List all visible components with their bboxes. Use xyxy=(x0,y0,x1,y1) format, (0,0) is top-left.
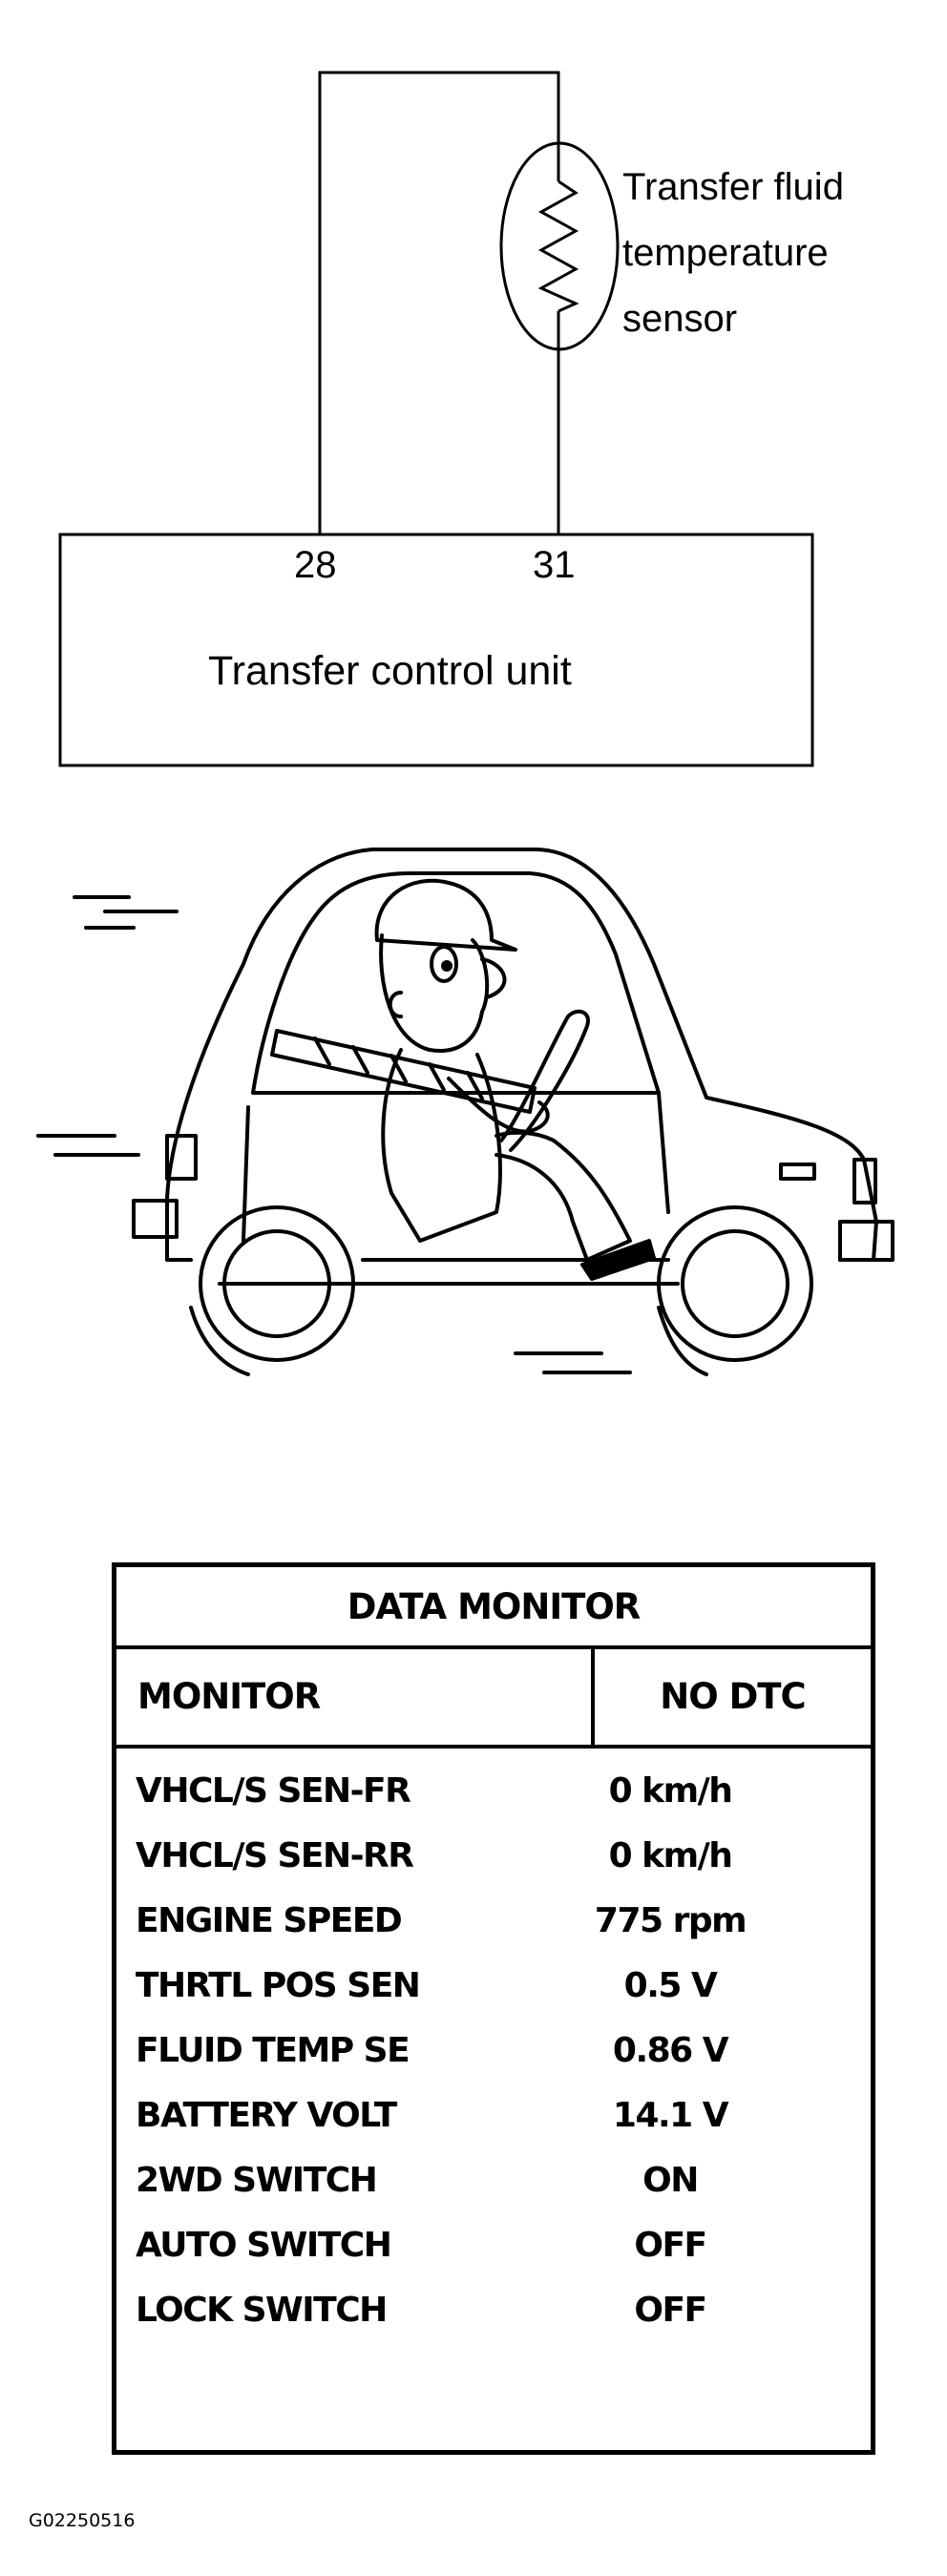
car-window xyxy=(251,871,661,1095)
driver-shoe xyxy=(580,1239,656,1281)
data-monitor-title: DATA MONITOR xyxy=(116,1567,871,1649)
row-name: VHCL/S SEN-RR xyxy=(136,1836,414,1875)
driver-legs xyxy=(495,1130,632,1262)
table-row: THRTL POS SEN 0.5 V xyxy=(116,1953,871,2018)
front-light xyxy=(852,1158,877,1204)
table-row: VHCL/S SEN-FR 0 km/h xyxy=(116,1758,871,1823)
table-row: BATTERY VOLT 14.1 V xyxy=(116,2083,871,2147)
header-divider xyxy=(591,1645,595,1745)
table-row: AUTO SWITCH OFF xyxy=(116,2212,871,2277)
speed-lines xyxy=(36,895,632,1374)
circuit-diagram xyxy=(58,71,814,767)
driver-cap xyxy=(374,878,517,952)
steering-wheel xyxy=(499,1009,590,1152)
front-wheel xyxy=(657,1205,813,1362)
resistor-symbol xyxy=(537,179,579,313)
driver-in-car-illustration xyxy=(36,848,894,1376)
table-row: ENGINE SPEED 775 rpm xyxy=(116,1888,871,1953)
header-monitor-label: MONITOR xyxy=(137,1676,321,1717)
sensor-label-line-1: Transfer fluid xyxy=(622,166,844,208)
row-value: ON xyxy=(642,2161,699,2200)
seatbelt xyxy=(270,1029,537,1114)
control-unit-box xyxy=(58,533,814,767)
sensor-label-line-2: temperature xyxy=(622,232,829,274)
driver-head xyxy=(379,933,490,1053)
door-handle xyxy=(779,1162,816,1181)
driver-torso xyxy=(381,1048,502,1243)
row-name: THRTL POS SEN xyxy=(136,1966,421,2005)
row-value: 0.5 V xyxy=(623,1966,718,2005)
row-name: 2WD SWITCH xyxy=(136,2161,378,2200)
row-name: ENGINE SPEED xyxy=(136,1901,403,1940)
row-name: FLUID TEMP SE xyxy=(136,2031,410,2070)
header-dtc-status: NO DTC xyxy=(660,1676,806,1717)
rear-hub xyxy=(222,1229,331,1338)
row-value: OFF xyxy=(634,2226,707,2265)
row-value: 0 km/h xyxy=(608,1771,733,1811)
row-value: 775 rpm xyxy=(594,1901,747,1940)
table-row: FLUID TEMP SE 0.86 V xyxy=(116,2018,871,2083)
front-hub xyxy=(681,1229,789,1338)
rear-light xyxy=(165,1134,198,1181)
pin-label-28: 28 xyxy=(294,544,337,586)
data-monitor-header: MONITOR NO DTC xyxy=(116,1645,871,1749)
table-row: 2WD SWITCH ON xyxy=(116,2147,871,2212)
rear-bumper xyxy=(132,1199,179,1239)
table-row: LOCK SWITCH OFF xyxy=(116,2277,871,2342)
sensor-label-line-3: sensor xyxy=(622,298,738,340)
front-bumper xyxy=(838,1220,894,1262)
pin-label-31: 31 xyxy=(533,544,576,586)
rear-wheel xyxy=(199,1205,355,1362)
data-monitor-panel: DATA MONITOR MONITOR NO DTC VHCL/S SEN-F… xyxy=(112,1562,875,2455)
figure-id: G02250516 xyxy=(29,2510,136,2531)
row-name: LOCK SWITCH xyxy=(136,2291,388,2330)
row-name: VHCL/S SEN-FR xyxy=(136,1771,411,1811)
row-name: BATTERY VOLT xyxy=(136,2096,397,2135)
control-unit-name: Transfer control unit xyxy=(208,648,572,694)
car-door-line xyxy=(242,1091,670,1243)
row-value: OFF xyxy=(634,2291,707,2330)
row-value: 0.86 V xyxy=(612,2031,729,2070)
table-row: VHCL/S SEN-RR 0 km/h xyxy=(116,1823,871,1888)
row-name: AUTO SWITCH xyxy=(136,2226,392,2265)
row-value: 14.1 V xyxy=(612,2096,729,2135)
row-value: 0 km/h xyxy=(608,1836,733,1875)
